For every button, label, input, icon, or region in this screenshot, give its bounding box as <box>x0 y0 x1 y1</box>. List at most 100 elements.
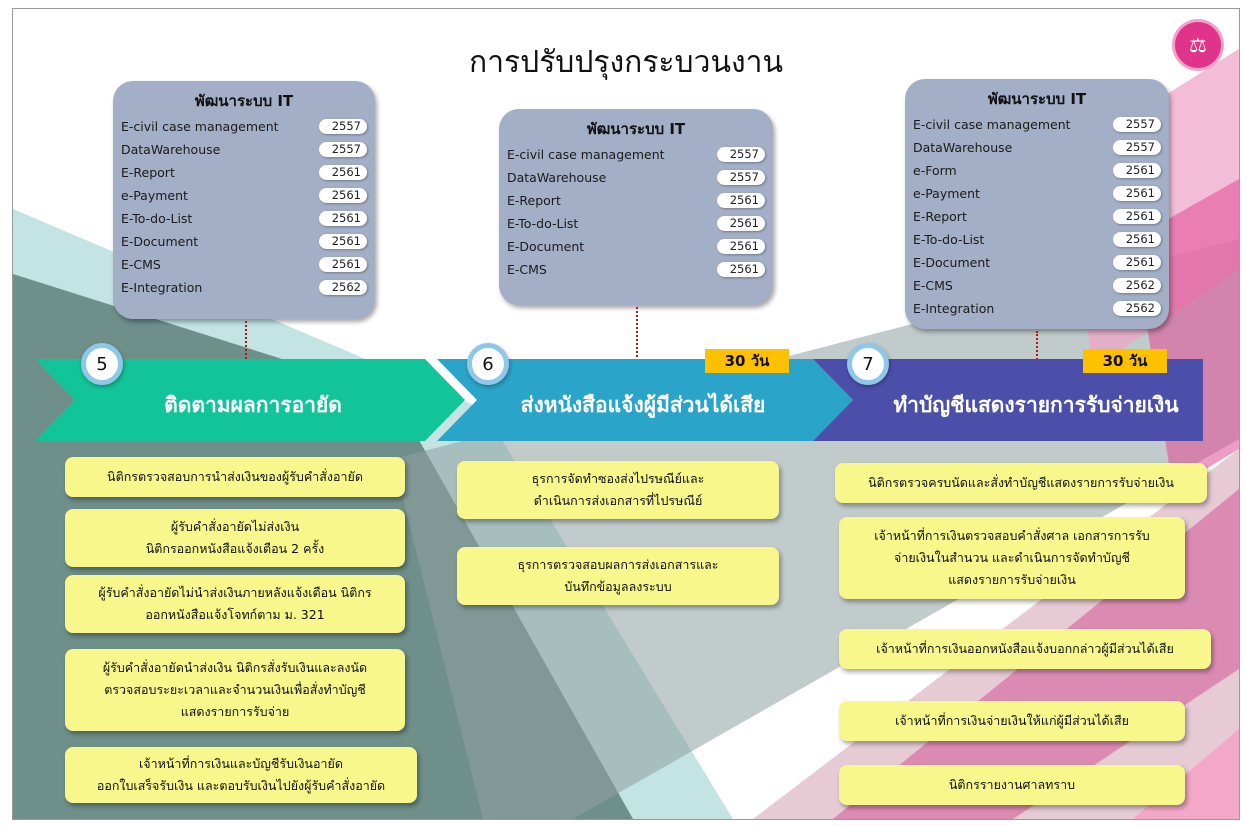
note-line: ออกหนังสือแจ้งโจทก์ตาม ม. 321 <box>145 607 325 622</box>
duration-badge-6: 30 วัน <box>705 349 789 373</box>
process-note: ธุรการตรวจสอบผลการส่งเอกสารและบันทึกข้อม… <box>457 547 779 605</box>
step-arrow-5 <box>35 359 465 441</box>
it-item-name: DataWarehouse <box>121 142 221 157</box>
it-row: E-civil case management 2557 <box>507 143 765 166</box>
it-row: E-Integration 2562 <box>913 297 1161 320</box>
it-item-year: 2561 <box>1113 255 1161 270</box>
it-item-year: 2561 <box>717 262 765 277</box>
it-item-name: DataWarehouse <box>507 170 607 185</box>
it-item-year: 2557 <box>319 142 367 157</box>
page-title: การปรับปรุงกระบวนงาน <box>469 45 783 80</box>
it-item-year: 2557 <box>717 170 765 185</box>
it-item-year: 2561 <box>1113 209 1161 224</box>
process-note: ธุรการจัดทำซองส่งไปรษณีย์และดำเนินการส่ง… <box>457 461 779 519</box>
it-item-year: 2561 <box>717 193 765 208</box>
note-line: ธุรการจัดทำซองส่งไปรษณีย์และ <box>531 471 705 486</box>
note-line: ผู้รับคำสั่งอายัดไม่นำส่งเงินภายหลังแจ้ง… <box>98 585 372 600</box>
note-line: ผู้รับคำสั่งอายัดไม่ส่งเงิน <box>170 519 300 534</box>
it-item-name: E-Document <box>913 255 991 270</box>
process-note: เจ้าหน้าที่การเงินตรวจสอบคำสั่งศาล เอกสา… <box>839 517 1185 599</box>
connector-line <box>245 321 247 363</box>
it-item-year: 2562 <box>1113 278 1161 293</box>
it-item-year: 2557 <box>1113 117 1161 132</box>
it-item-year: 2557 <box>319 119 367 134</box>
step-label-5: ติดตามผลการอายัด <box>164 393 342 417</box>
it-item-year: 2557 <box>717 147 765 162</box>
it-row: E-Report 2561 <box>121 161 367 184</box>
process-note: เจ้าหน้าที่การเงินจ่ายเงินให้แก่ผู้มีส่ว… <box>839 701 1185 741</box>
it-item-name: E-Integration <box>913 301 995 316</box>
it-item-name: E-To-do-List <box>913 232 985 247</box>
note-line: เจ้าหน้าที่การเงินตรวจสอบคำสั่งศาล เอกสา… <box>874 528 1150 543</box>
it-row: DataWarehouse 2557 <box>507 166 765 189</box>
it-row: E-To-do-List 2561 <box>507 212 765 235</box>
it-item-name: E-CMS <box>507 262 547 277</box>
step-number-6: 6 <box>467 343 509 385</box>
note-line: นิติกรตรวจสอบการนำส่งเงินของผู้รับคำสั่ง… <box>107 469 363 484</box>
note-line: นิติกรตรวจครบนัดและสั่งทำบัญชีแสดงรายการ… <box>868 475 1174 490</box>
process-note: ผู้รับคำสั่งอายัดไม่ส่งเงินนิติกรออกหนัง… <box>65 509 405 567</box>
step-number-7: 7 <box>847 343 889 385</box>
it-item-name: E-To-do-List <box>121 211 193 226</box>
it-item-name: E-Integration <box>121 280 203 295</box>
note-line: จ่ายเงินในสำนวน และดำเนินการจัดทำบัญชี <box>894 550 1130 565</box>
note-line: ธุรการตรวจสอบผลการส่งเอกสารและ <box>517 557 719 572</box>
it-item-year: 2561 <box>319 234 367 249</box>
process-note: นิติกรรายงานศาลทราบ <box>839 765 1185 805</box>
it-item-name: e-Payment <box>121 188 188 203</box>
it-row: e-Payment 2561 <box>913 182 1161 205</box>
note-line: ดำเนินการส่งเอกสารที่ไปรษณีย์ <box>533 493 703 508</box>
it-item-name: E-civil case management <box>121 119 279 134</box>
step-number-5: 5 <box>81 343 123 385</box>
it-item-year: 2561 <box>1113 186 1161 201</box>
it-row: E-Document 2561 <box>913 251 1161 274</box>
it-item-name: E-civil case management <box>507 147 665 162</box>
connector-line <box>636 307 638 361</box>
step-label-7: ทำบัญชีแสดงรายการรับจ่ายเงิน <box>893 393 1179 417</box>
connector-line <box>1036 331 1038 363</box>
process-note: เจ้าหน้าที่การเงินและบัญชีรับเงินอายัดออ… <box>65 747 417 803</box>
note-line: ผู้รับคำสั่งอายัดนำส่งเงิน นิติกรสั่งรับ… <box>102 660 368 675</box>
it-item-year: 2557 <box>1113 140 1161 155</box>
it-item-year: 2561 <box>717 216 765 231</box>
court-seal-icon: ⚖ <box>1175 22 1221 68</box>
process-note: นิติกรตรวจครบนัดและสั่งทำบัญชีแสดงรายการ… <box>835 463 1207 503</box>
duration-badge-7: 30 วัน <box>1083 349 1167 373</box>
it-item-year: 2561 <box>717 239 765 254</box>
it-row: E-Integration 2562 <box>121 276 367 299</box>
process-note: ผู้รับคำสั่งอายัดนำส่งเงิน นิติกรสั่งรับ… <box>65 649 405 731</box>
it-box-title: พัฒนาระบบ IT <box>194 92 294 110</box>
it-row: E-Report 2561 <box>913 205 1161 228</box>
it-item-name: DataWarehouse <box>913 140 1013 155</box>
process-note: เจ้าหน้าที่การเงินออกหนังสือแจ้งบอกกล่าว… <box>839 629 1211 669</box>
note-line: แสดงรายการรับจ่ายเงิน <box>948 572 1076 587</box>
it-item-year: 2561 <box>319 257 367 272</box>
it-item-year: 2561 <box>319 165 367 180</box>
it-item-name: e-Payment <box>913 186 980 201</box>
it-item-year: 2561 <box>1113 163 1161 178</box>
note-line: เจ้าหน้าที่การเงินจ่ายเงินให้แก่ผู้มีส่ว… <box>895 713 1129 728</box>
it-item-name: E-To-do-List <box>507 216 579 231</box>
note-line: ออกใบเสร็จรับเงิน และตอบรับเงินไปยังผู้ร… <box>96 778 386 793</box>
step-arrow-7 <box>813 359 1203 441</box>
it-box-1: พัฒนาระบบ IT E-civil case management 2557… <box>113 81 375 319</box>
it-item-name: E-Report <box>913 209 967 224</box>
it-item-name: E-Report <box>121 165 175 180</box>
it-item-year: 2562 <box>1113 301 1161 316</box>
note-line: เจ้าหน้าที่การเงินและบัญชีรับเงินอายัด <box>139 756 343 771</box>
it-item-year: 2562 <box>319 280 367 295</box>
it-row: E-civil case management 2557 <box>913 113 1161 136</box>
note-line: นิติกรออกหนังสือแจ้งเตือน 2 ครั้ง <box>145 541 325 556</box>
it-item-name: E-civil case management <box>913 117 1071 132</box>
note-line: เจ้าหน้าที่การเงินออกหนังสือแจ้งบอกกล่าว… <box>876 641 1174 656</box>
